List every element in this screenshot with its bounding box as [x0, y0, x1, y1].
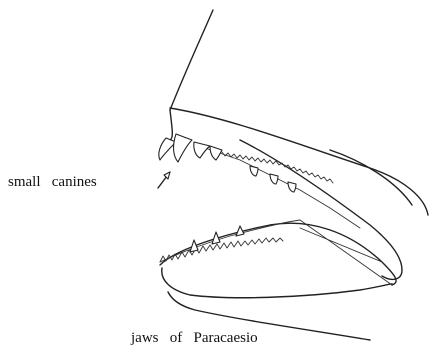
upper-tooth-mid-2: [270, 174, 278, 184]
upper-tooth-3: [194, 142, 210, 158]
upper-canine-2: [174, 134, 192, 162]
upper-tooth-mid-3: [288, 182, 296, 192]
upper-jaw-top: [170, 108, 428, 215]
jaw-joint-line: [300, 228, 382, 262]
lower-jaw-outer: [160, 223, 396, 285]
lower-tooth-row: [160, 220, 300, 262]
snout-front: [170, 110, 172, 140]
lower-tooth-1: [190, 240, 198, 252]
lower-tooth-3: [236, 226, 244, 236]
small-canines-label: small canines: [8, 175, 97, 190]
lower-jaw-lower: [162, 268, 393, 298]
gape-line: [300, 220, 392, 285]
upper-tooth-mid-1: [250, 166, 258, 176]
head-outline: [170, 10, 213, 110]
figure-caption: jaws of Paracaesio: [131, 331, 258, 346]
lower-small-teeth: [160, 238, 283, 262]
upper-tooth-4: [210, 146, 222, 160]
upper-tooth-row: [205, 148, 360, 228]
lower-tooth-2: [212, 232, 220, 244]
